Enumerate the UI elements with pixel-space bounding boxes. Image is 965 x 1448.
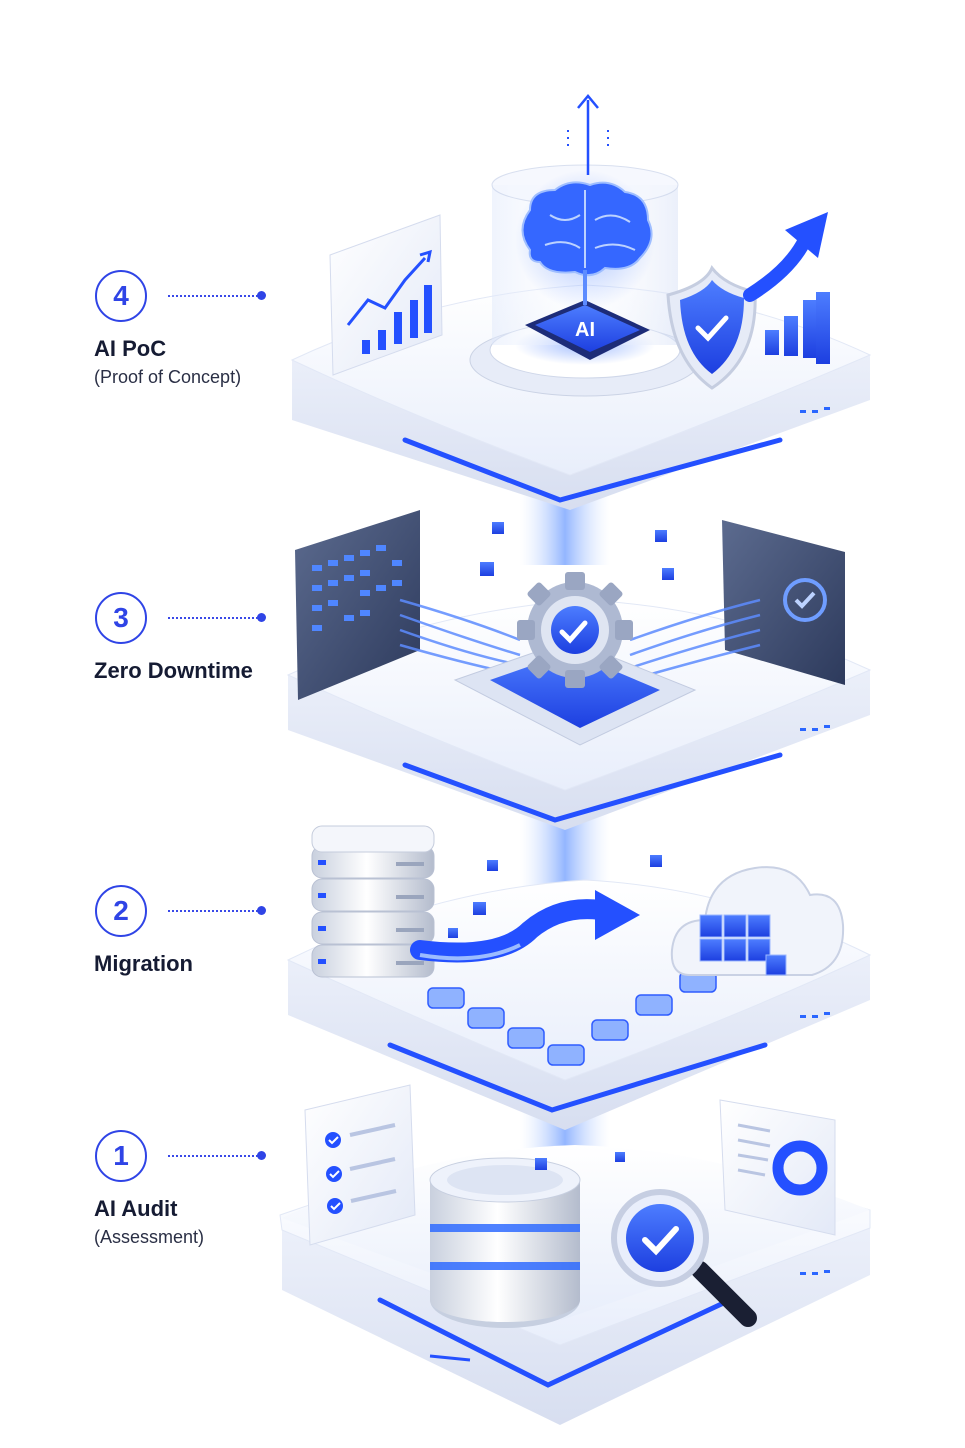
verified-panel-icon (722, 520, 845, 685)
server-stack-icon (311, 825, 435, 978)
migration-arrow-icon (410, 890, 640, 963)
step-badge: 1 (95, 1130, 147, 1182)
dotted-connector (168, 1155, 262, 1157)
checklist-icon (304, 1084, 416, 1246)
cloud-storage-icon (670, 866, 845, 976)
connector-dot (257, 906, 266, 915)
step-number: 3 (113, 602, 129, 633)
step-number: 2 (113, 895, 129, 926)
connector-dot (257, 1151, 266, 1160)
magnifier-check-icon (611, 1189, 757, 1327)
step-subtitle: (Proof of Concept) (94, 367, 242, 387)
dotted-connector (168, 295, 262, 297)
platform-audit (279, 1084, 871, 1425)
platform-zero-downtime (286, 510, 872, 830)
report-donut-icon (719, 1099, 836, 1236)
dotted-connector (168, 617, 262, 619)
growth-chart-panel-icon (329, 214, 443, 376)
step-title: Migration (94, 951, 193, 976)
up-arrow-icon (567, 94, 609, 175)
data-tiles (427, 971, 717, 1066)
connector-dot (257, 613, 266, 622)
platform-ai-poc: AI (290, 94, 872, 510)
floating-data-cubes (448, 522, 674, 1170)
step-number: 4 (113, 280, 129, 311)
data-grid-panel-icon (295, 510, 420, 700)
step-subtitle: (Assessment) (94, 1227, 205, 1247)
step-badge: 2 (95, 885, 147, 937)
connector-dot (257, 291, 266, 300)
shield-check-icon (666, 265, 757, 390)
step-title: Zero Downtime (94, 658, 253, 683)
platform-migration (286, 825, 872, 1130)
step-number: 1 (113, 1140, 129, 1171)
dotted-connector (168, 910, 262, 912)
database-icon (429, 1157, 581, 1328)
growth-arrow-icon (743, 212, 830, 364)
gear-sync-icon (517, 572, 633, 688)
ai-chip-icon: AI (525, 300, 650, 360)
step-title: AI Audit (94, 1196, 178, 1221)
step-title: AI PoC (94, 336, 167, 361)
step-badge: 4 (95, 270, 147, 322)
step-badge: 3 (95, 592, 147, 644)
brain-icon (515, 170, 655, 310)
chip-label: AI (575, 319, 595, 341)
